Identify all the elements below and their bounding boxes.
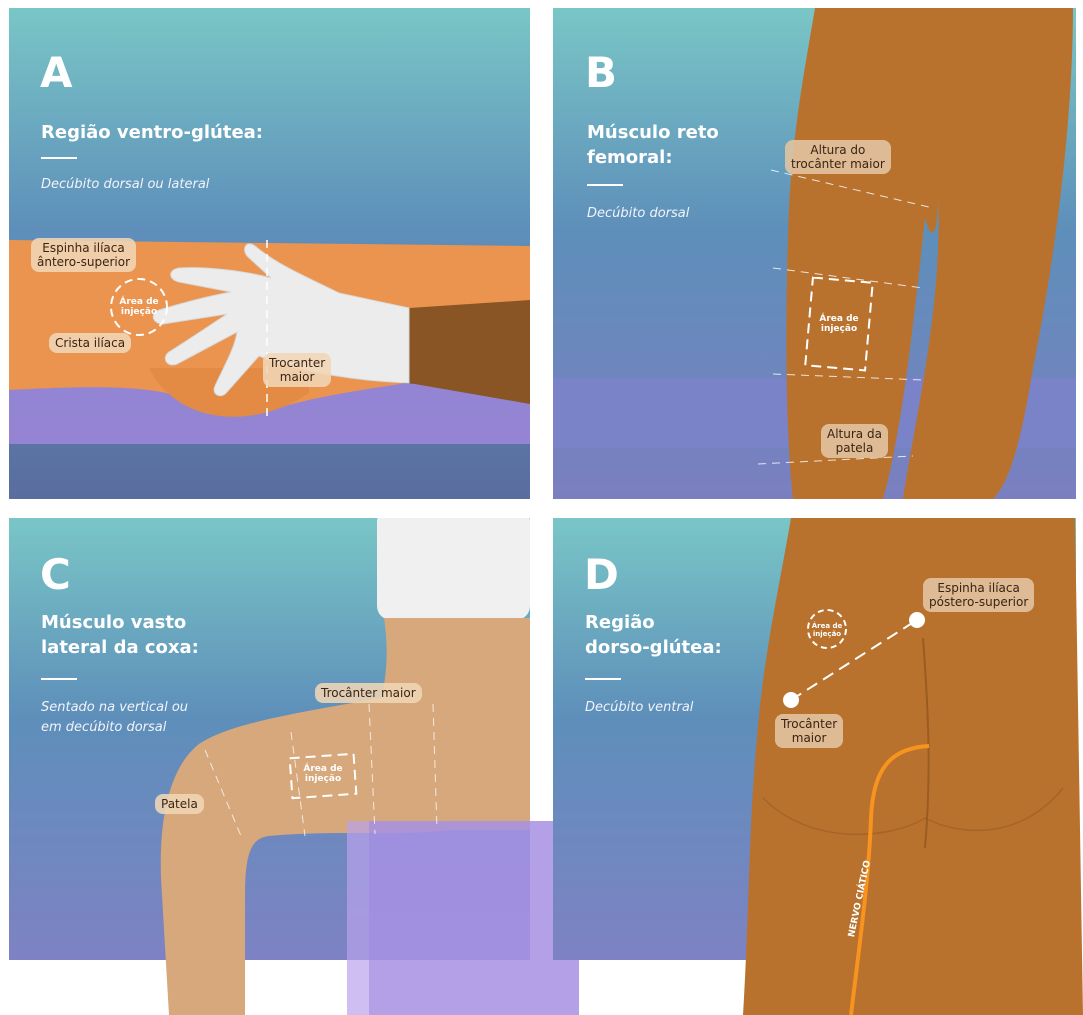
label-espinha-postero: Espinha ilíaca póstero-superior (923, 578, 1034, 612)
point-espinha (909, 612, 925, 628)
panel-d-letter: D (584, 554, 619, 596)
panel-c-title: Músculo vasto lateral da coxa: (41, 610, 199, 660)
label-espinha-antero: Espinha ilíaca ântero-superior (31, 238, 136, 272)
panel-a-subtitle: Decúbito dorsal ou lateral (41, 175, 209, 195)
panel-a-title: Região ventro-glútea: (41, 120, 263, 145)
panel-c: C Músculo vasto lateral da coxa: Sentado… (9, 518, 579, 1015)
label-crista-iliaca: Crista ilíaca (49, 333, 131, 353)
label-patela: Patela (155, 794, 204, 814)
panel-c-letter: C (40, 554, 71, 596)
panel-c-illustration (9, 518, 579, 1015)
panel-a-divider (41, 157, 77, 159)
label-altura-trocanter: Altura do trocânter maior (785, 140, 891, 174)
label-trocanter-maior: Trocanter maior (263, 353, 331, 387)
chair-seat-front (369, 821, 579, 1015)
panel-b-illustration (553, 8, 1076, 499)
panel-d-subtitle: Decúbito ventral (585, 698, 693, 718)
panel-c-divider (41, 678, 77, 680)
label-trocanter-maior: Trocânter maior (315, 683, 422, 703)
injection-area-label: Área de injeção (809, 622, 845, 638)
label-altura-patela: Altura da patela (821, 424, 888, 458)
pillow (377, 518, 530, 620)
injection-area-label: Área de injeção (113, 297, 165, 317)
panel-b-divider (587, 184, 623, 186)
panel-a: A Região ventro-glútea: Decúbito dorsal … (9, 8, 530, 499)
injection-area-label: Área de injeção (295, 764, 351, 784)
panel-d: D Região dorso-glútea: Decúbito ventral … (553, 518, 1083, 1015)
panel-d-title: Região dorso-glútea: (585, 610, 722, 660)
label-trocanter-maior: Trocânter maior (775, 714, 843, 748)
point-trocanter (783, 692, 799, 708)
panel-b-letter: B (585, 52, 617, 94)
injection-area-label: Área de injeção (811, 314, 867, 334)
panel-b-title: Músculo reto femoral: (587, 120, 719, 170)
panel-a-letter: A (40, 52, 73, 94)
panel-b-subtitle: Decúbito dorsal (587, 204, 689, 224)
panel-d-divider (585, 678, 621, 680)
panel-c-subtitle: Sentado na vertical ou em decúbito dorsa… (41, 698, 188, 738)
panel-b: B Músculo reto femoral: Decúbito dorsal … (553, 8, 1076, 499)
